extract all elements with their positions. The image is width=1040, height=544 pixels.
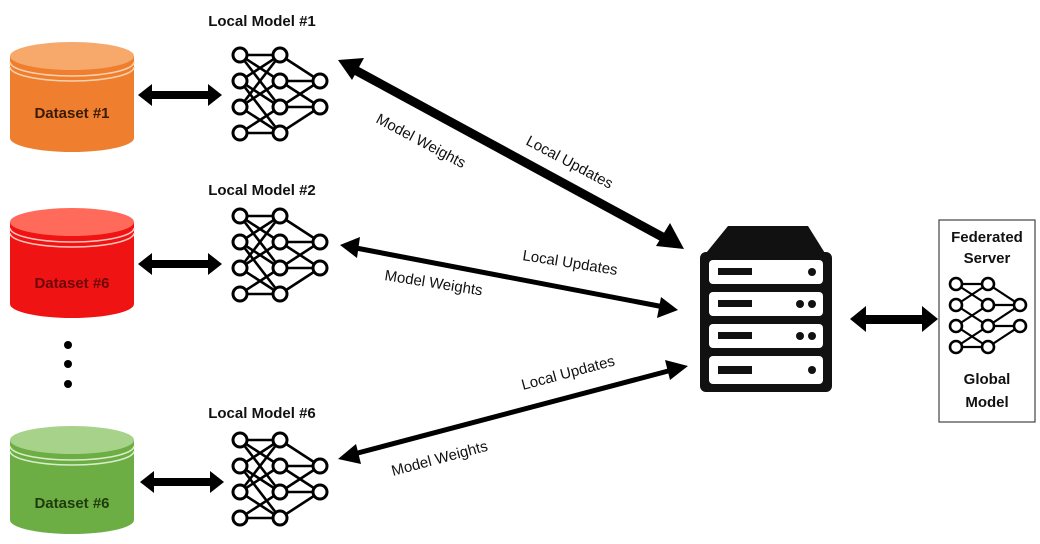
dataset-6-top xyxy=(10,426,134,454)
dataset-1-body xyxy=(10,56,134,152)
link-6-arrow xyxy=(338,360,688,464)
local-model-2-network-icon xyxy=(231,207,329,303)
local-model-1-label: Local Model #1 xyxy=(208,13,316,30)
link-1-arrow xyxy=(338,58,684,249)
dataset-2-body xyxy=(10,222,134,318)
more-clients-ellipsis xyxy=(64,341,72,388)
global-model-caption-line2: Model xyxy=(965,394,1008,411)
dataset-1-icon: Dataset #1 xyxy=(9,42,135,152)
dataset-1-top xyxy=(10,42,134,70)
dataset-model-links xyxy=(138,84,224,493)
local-model-2-label: Local Model #2 xyxy=(208,182,316,199)
link-2-arrow xyxy=(340,237,678,318)
model-server-links xyxy=(338,58,688,464)
local-model-6-network-icon xyxy=(231,431,329,527)
federated-server-title-line2: Server xyxy=(964,250,1011,267)
dataset-6-body xyxy=(10,440,134,534)
dataset-1-label: Dataset #1 xyxy=(34,105,109,122)
local-model-1-network-icon xyxy=(231,46,329,142)
client-6: Dataset #6 Local Model #6 xyxy=(9,405,329,534)
global-model-caption-line1: Global xyxy=(964,371,1011,388)
dataset-2-link-arrow xyxy=(138,253,222,275)
client-2: Dataset #6 Local Model #2 xyxy=(9,182,329,318)
link-labels: Model Weights Local Updates Local Update… xyxy=(373,111,619,480)
dataset-6-icon: Dataset #6 xyxy=(9,426,135,534)
link-6-weights-label: Model Weights xyxy=(390,438,490,480)
server-rack-icon xyxy=(700,226,832,392)
link-2-updates-label: Local Updates xyxy=(521,247,618,279)
client-1: Dataset #1 Local Model #1 xyxy=(9,13,329,152)
federated-server-box: Federated Server Global Model xyxy=(938,219,1036,423)
dataset-2-icon: Dataset #6 xyxy=(9,208,135,318)
dataset-6-label: Dataset #6 xyxy=(34,495,109,512)
local-model-6-label: Local Model #6 xyxy=(208,405,316,422)
federated-server-title-line1: Federated xyxy=(951,229,1023,246)
dataset-6-link-arrow xyxy=(140,471,224,493)
dataset-1-link-arrow xyxy=(138,84,222,106)
server-global-link-arrow xyxy=(850,306,938,332)
dataset-2-top xyxy=(10,208,134,236)
dataset-2-label: Dataset #6 xyxy=(34,275,109,292)
